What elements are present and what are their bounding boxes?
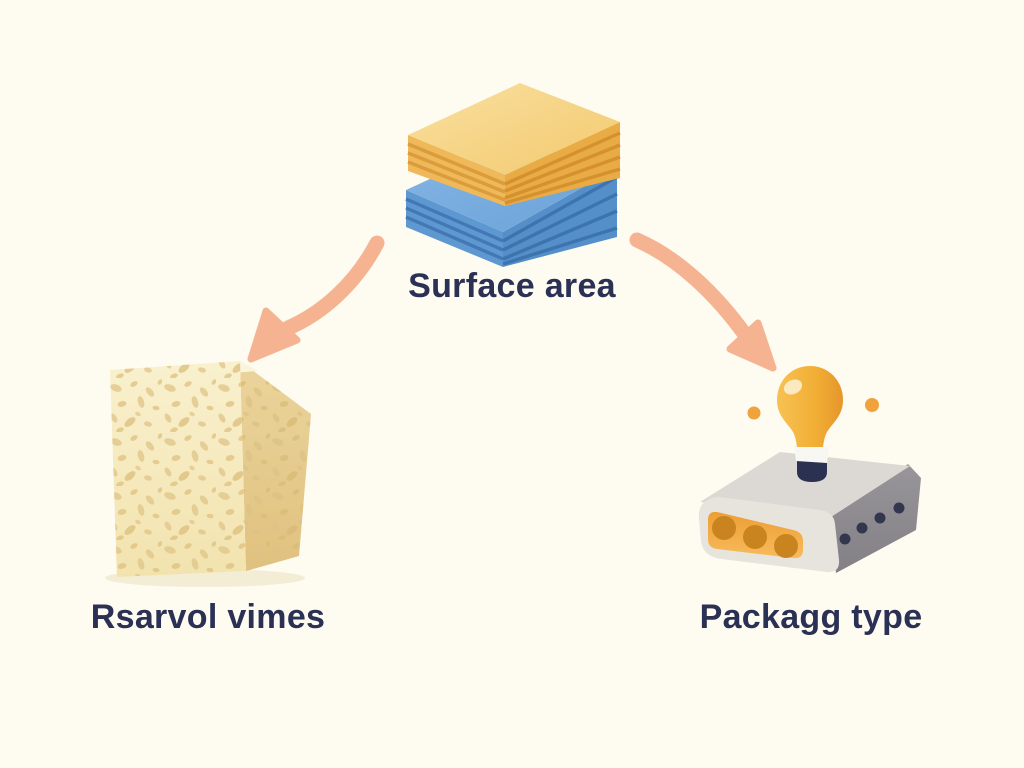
arrow-right-icon: [629, 232, 777, 372]
package-device-illustration: [698, 366, 921, 573]
sponge-cloth-stack-illustration: [405, 83, 621, 267]
spark-dot-left: [747, 406, 761, 420]
lightbulb-icon: [777, 366, 843, 447]
arrow-left-icon: [247, 235, 385, 363]
spark-dot-right: [865, 398, 879, 412]
side-pin-dots: [839, 502, 905, 545]
bulb-band: [794, 445, 829, 463]
bulb-socket: [797, 458, 827, 482]
port-holes: [712, 516, 798, 558]
sponge-block-illustration: [105, 361, 311, 587]
label-reservoir-volume: Rsarvol vimes: [90, 598, 326, 636]
label-surface-area: Surface area: [408, 267, 616, 305]
label-package-type: Packagg type: [699, 598, 923, 636]
yellow-cloth: [407, 83, 621, 206]
